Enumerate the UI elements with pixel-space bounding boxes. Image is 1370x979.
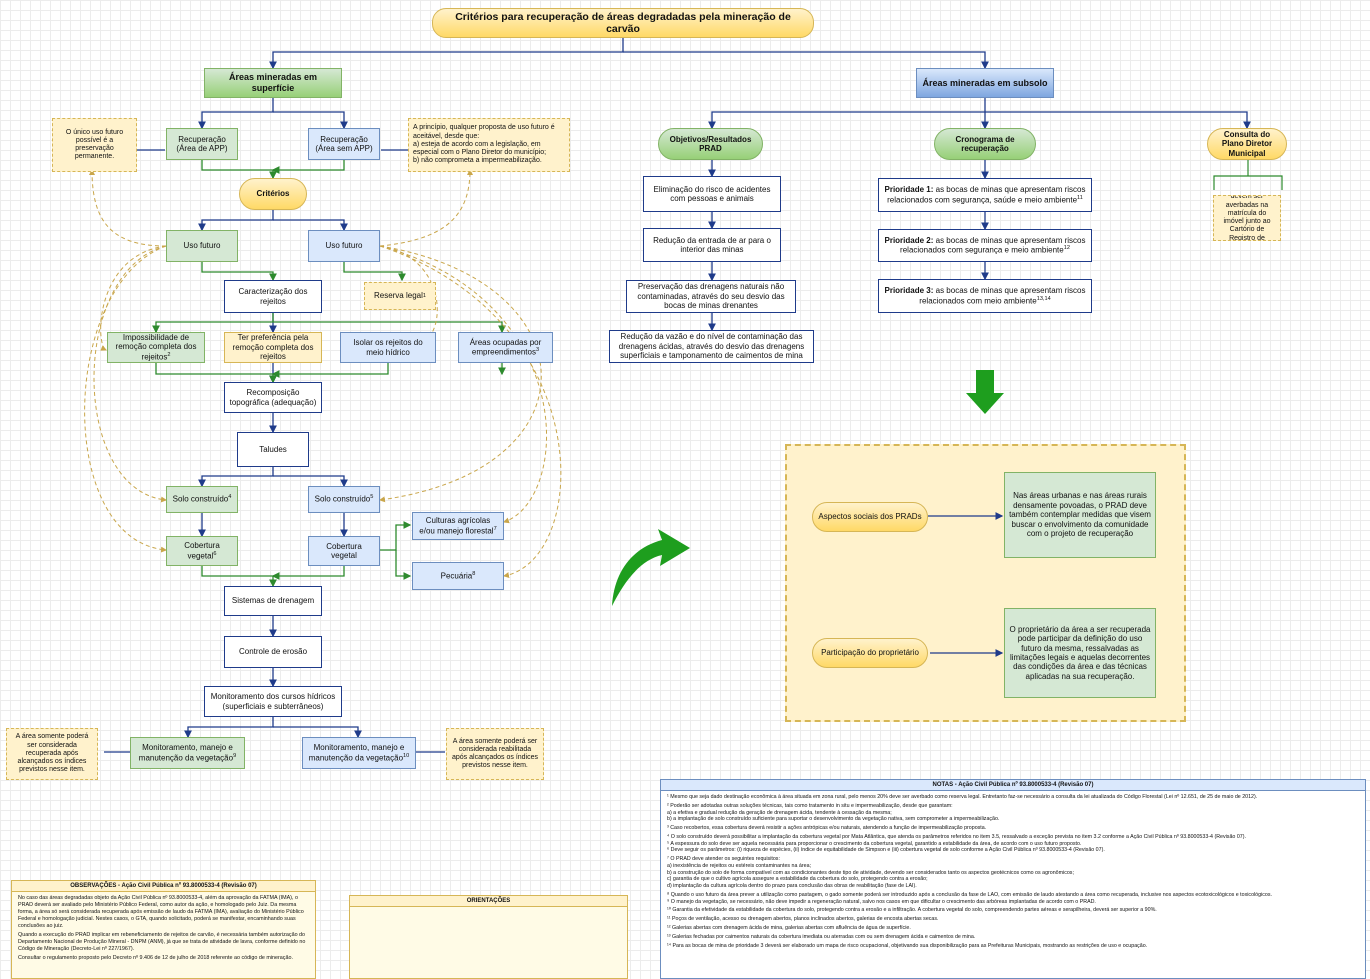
solo-sem-app-label: Solo construído <box>314 495 371 505</box>
recup-app-box: Recuperação (Área de APP) <box>166 128 238 160</box>
p1-label: Prioridade 1: <box>884 185 934 195</box>
surface-header: Áreas mineradas em superfície <box>204 68 342 98</box>
nota-item: ¹³ Galerias fechadas por caimentos natur… <box>667 933 976 940</box>
nota-item: ¹ Mesmo que seja dado destinação econômi… <box>667 794 1258 800</box>
nota-item: a) inexistência de rejeitos ou estéreis … <box>667 862 811 869</box>
culturas-box: Culturas agrícolas e/ou manejo florestal… <box>412 512 504 540</box>
prioridade-1: Prioridade 1: as bocas de minas que apre… <box>878 178 1092 212</box>
monitoramento-cursos-box: Monitoramento dos cursos hídricos (super… <box>204 686 342 717</box>
cronograma-node: Cronograma de recuperação <box>934 128 1036 160</box>
p1-text: as bocas de minas que apresentam riscos … <box>887 185 1086 205</box>
impossibilidade-box: Impossibilidade de remoção completa dos … <box>107 332 205 363</box>
cobertura-vegetal-sem-app: Cobertura vegetal <box>308 536 380 566</box>
observacao-paragraph: Quando a execução do PRAD implicar em re… <box>18 932 306 953</box>
nota-item: ⁸ Quando o uso futuro da área prever a u… <box>667 891 1272 898</box>
observacoes-title: OBSERVAÇÕES - Ação Civil Pública nº 93.8… <box>12 881 315 892</box>
monit-veg-app-label: Monitoramento, manejo e manutenção da ve… <box>138 743 234 763</box>
solo-app-label: Solo construído <box>172 495 229 505</box>
nota-item: ¹² Galerias abertas com drenagem ácida d… <box>667 925 911 932</box>
caracterizacao-box: Caracterização dos rejeitos <box>224 280 322 313</box>
monitoramento-veg-sem-app: Monitoramento, manejo e manutenção da ve… <box>302 737 416 769</box>
cobertura-vegetal-app: Cobertura vegetal6 <box>166 536 238 566</box>
observacao-paragraph: Consultar o regulamento proposto pelo De… <box>18 955 293 962</box>
pecuaria-label: Pecuária <box>440 571 473 581</box>
nota-item: a) a efetiva e gradual redução da geraçã… <box>667 809 892 816</box>
p3-text: as bocas de minas que apresentam riscos … <box>919 286 1086 306</box>
aspectos-sociais-text: Nas áreas urbanas e nas áreas rurais den… <box>1004 472 1156 558</box>
diagram-title: Critérios para recuperação de áreas degr… <box>432 8 814 38</box>
monitoramento-veg-app: Monitoramento, manejo e manutenção da ve… <box>130 737 245 769</box>
cobertura-app-label: Cobertura vegetal <box>184 541 220 561</box>
observacao-paragraph: No caso das áreas degradadas objeto da A… <box>18 895 304 930</box>
nota-item: ⁷ O PRAD deve atender os seguintes requi… <box>667 856 780 863</box>
recomposicao-box: Recomposição topográfica (adequação) <box>224 382 322 413</box>
observacoes-body: No caso das áreas degradadas objeto da A… <box>12 892 315 967</box>
prioridade-3: Prioridade 3: as bocas de minas que apre… <box>878 279 1092 313</box>
nota-item: ⁶ Deve seguir os parâmetros: (i) riqueza… <box>667 847 1105 854</box>
taludes-box: Taludes <box>237 432 309 467</box>
pecuaria-box: Pecuária8 <box>412 562 504 590</box>
nota-item: ¹⁴ Para as bocas de mina de prioridade 3… <box>667 942 1148 949</box>
nota-item: ¹⁰ Garantia da efetividade da estabilida… <box>667 907 1157 914</box>
nota-item: ⁴ O solo construído deverá possibilitar … <box>667 833 1246 840</box>
solo-construido-app: Solo construído4 <box>166 486 238 513</box>
solo-construido-sem-app: Solo construído5 <box>308 486 380 513</box>
nota-item: b) a construção do solo de forma compatí… <box>667 869 1074 876</box>
nota-item: c) garantia de que o cultivo agrícola as… <box>667 876 928 883</box>
participacao-text: O proprietário da área a ser recuperada … <box>1004 608 1156 698</box>
subsurface-header: Áreas mineradas em subsolo <box>916 68 1054 98</box>
objetivo-1: Eliminação do risco de acidentes com pes… <box>643 176 781 212</box>
curved-arrow-shape <box>612 529 690 606</box>
note-consulta: As restrições devem ser averbadas na mat… <box>1213 195 1281 241</box>
nota-item: ¹¹ Poços de ventilação, acesso ou drenag… <box>667 916 939 923</box>
drenagem-box: Sistemas de drenagem <box>224 586 322 616</box>
consulta-connector <box>1213 160 1283 190</box>
p2-label: Prioridade 2: <box>884 235 934 245</box>
nota-item: d) implantação da cultura agrícola dentr… <box>667 883 917 890</box>
nota-item: ⁵ A espessura do solo deve ser aquela ne… <box>667 840 1082 847</box>
down-arrow-shape <box>966 370 1004 414</box>
criterios-node: Critérios <box>239 178 307 210</box>
note-reabilitada: A área somente poderá ser considerada re… <box>446 728 544 780</box>
observacoes-panel: OBSERVAÇÕES - Ação Civil Pública nº 93.8… <box>11 880 316 979</box>
uso-futuro-app: Uso futuro <box>166 230 238 262</box>
p2-text: as bocas de minas que apresentam riscos … <box>900 235 1086 255</box>
objetivo-2: Redução da entrada de ar para o interior… <box>643 228 781 262</box>
monit-veg-sem-app-label: Monitoramento, manejo e manutenção da ve… <box>308 743 405 763</box>
prioridade-2: Prioridade 2: as bocas de minas que apre… <box>878 229 1092 262</box>
nota-item: b) a implantação de solo construído sufi… <box>667 816 1000 823</box>
areas-ocupadas-label: Áreas ocupadas por empreendimentos <box>469 337 542 357</box>
note-recuperada: A área somente poderá ser considerada re… <box>6 728 98 780</box>
erosao-box: Controle de erosão <box>224 636 322 668</box>
note-sem-app: A princípio, qualquer proposta de uso fu… <box>408 118 570 172</box>
objetivos-node: Objetivos/Resultados PRAD <box>658 128 763 160</box>
aspectos-sociais-node: Aspectos sociais dos PRADs <box>812 502 928 532</box>
recup-sem-app-box: Recuperação (Área sem APP) <box>308 128 380 160</box>
uso-futuro-sem-app: Uso futuro <box>308 230 380 262</box>
participacao-node: Participação do proprietário <box>812 638 928 668</box>
notas-title: NOTAS - Ação Civil Pública nº 93.8000533… <box>661 780 1365 791</box>
note-app: O único uso futuro possível é a preserva… <box>52 118 137 172</box>
culturas-label: Culturas agrícolas e/ou manejo florestal <box>419 516 494 536</box>
orientacoes-title: ORIENTAÇÕES <box>350 896 627 907</box>
p3-label: Prioridade 3: <box>884 286 934 296</box>
consulta-node: Consulta do Plano Diretor Municipal <box>1207 128 1287 160</box>
impossibilidade-label: Impossibilidade de remoção completa dos … <box>115 333 197 362</box>
preferencia-box: Ter preferência pela remoção completa do… <box>224 332 322 363</box>
orientacoes-panel: ORIENTAÇÕES <box>349 895 628 979</box>
isolar-box: Isolar os rejeitos do meio hídrico <box>340 332 436 363</box>
nota-item: ² Poderão ser adotadas outras soluções t… <box>667 802 953 809</box>
objetivo-4: Redução da vazão e do nível de contamina… <box>609 330 814 363</box>
areas-ocupadas-box: Áreas ocupadas por empreendimentos3 <box>458 332 553 363</box>
nota-item: ⁹ O manejo da vegetação, se necessário, … <box>667 898 1096 905</box>
notas-body: ¹ Mesmo que seja dado destinação econômi… <box>661 791 1365 954</box>
nota-item: ³ Caso recobertos, essa cobertura deverá… <box>667 825 987 832</box>
objetivo-3: Preservação das drenagens naturais não c… <box>626 280 796 313</box>
reserva-legal-label: Reserva legal <box>373 291 423 301</box>
notas-panel: NOTAS - Ação Civil Pública nº 93.8000533… <box>660 779 1366 979</box>
